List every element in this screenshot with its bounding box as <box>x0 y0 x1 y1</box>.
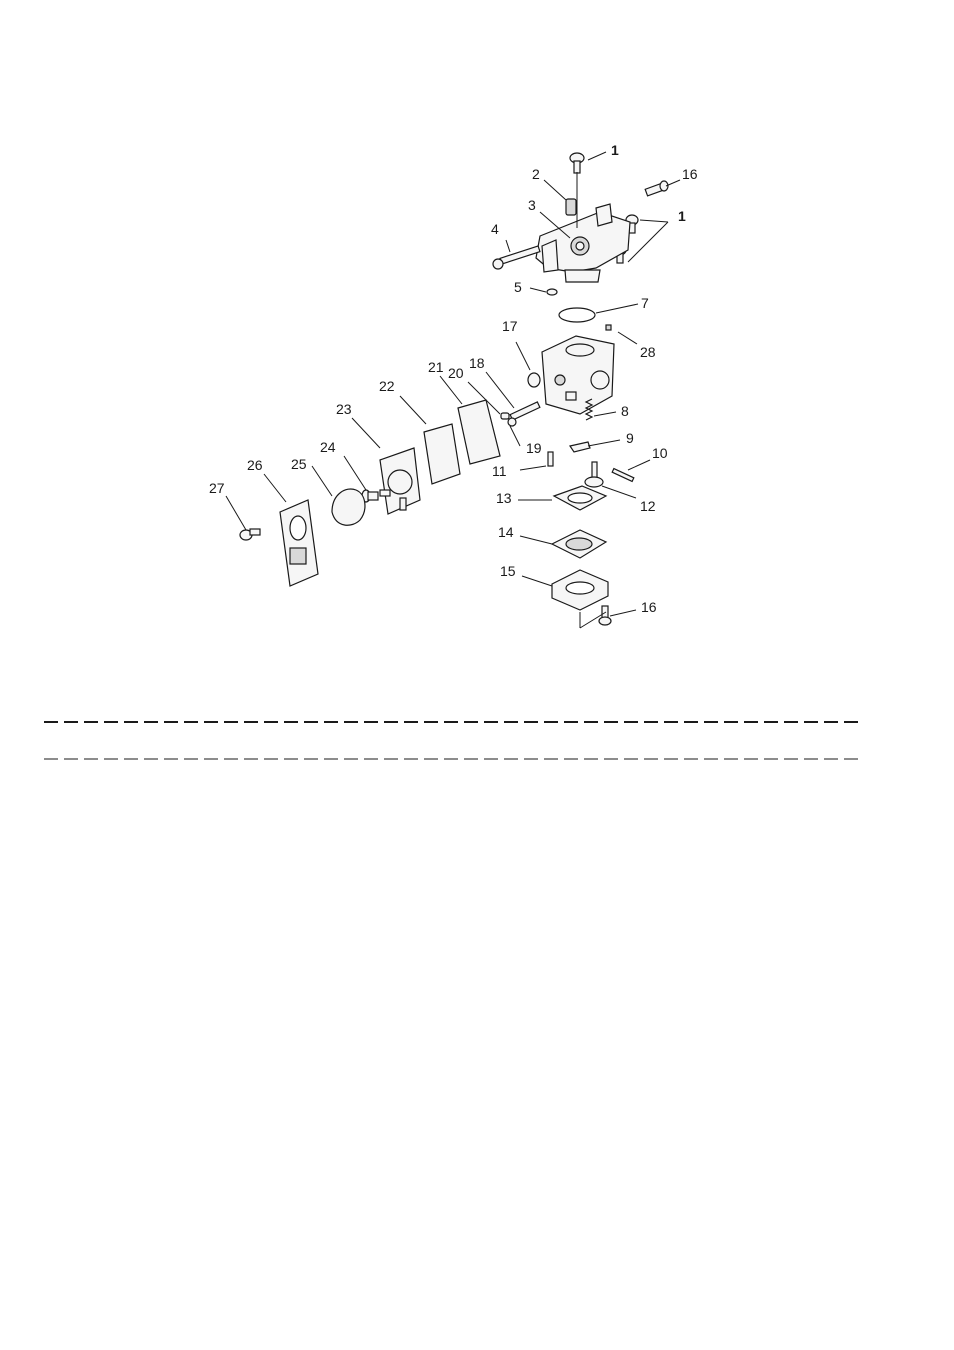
part-label: 2 <box>532 166 540 182</box>
part-label: 22 <box>379 378 395 394</box>
part-label: 12 <box>640 498 656 514</box>
part-19 <box>508 418 516 426</box>
part-label: 23 <box>336 401 352 417</box>
plug-part-17 <box>528 373 540 387</box>
part-28 <box>606 325 611 330</box>
part-label: 15 <box>500 563 516 579</box>
clip-part-5 <box>547 289 557 295</box>
pump-body-part-23 <box>380 448 420 514</box>
part-labels: 1 2 16 3 1 4 5 7 17 28 18 21 20 22 8 23 … <box>209 142 698 615</box>
part-label: 3 <box>528 197 536 213</box>
bracket-part-26 <box>280 500 318 586</box>
primer-bulb-part-25 <box>332 489 365 525</box>
part-label: 16 <box>682 166 698 182</box>
lever-part-9 <box>570 442 590 452</box>
part-label: 28 <box>640 344 656 360</box>
screw-part-1-top <box>570 153 584 173</box>
valve-part-12 <box>585 462 603 487</box>
part-label: 1 <box>611 142 619 158</box>
screw-part-4 <box>493 246 540 269</box>
diaphragm-part-14 <box>552 530 606 558</box>
part-label: 8 <box>621 403 629 419</box>
plate-part-22 <box>424 424 460 484</box>
carburetor-body <box>542 336 614 414</box>
cover-part-15 <box>552 570 608 610</box>
part-2 <box>566 199 576 215</box>
part-label: 27 <box>209 480 225 496</box>
pin-part-11 <box>548 452 553 466</box>
throttle-body-part-3 <box>536 204 630 282</box>
part-label: 17 <box>502 318 518 334</box>
part-label: 18 <box>469 355 485 371</box>
pin-part-10 <box>612 469 634 482</box>
part-label: 9 <box>626 430 634 446</box>
part-label: 19 <box>526 440 542 456</box>
part-label: 11 <box>492 463 507 479</box>
gasket-part-21 <box>458 400 500 464</box>
o-ring-part-7 <box>559 308 595 322</box>
part-label: 24 <box>320 439 336 455</box>
part-label: 14 <box>498 524 514 540</box>
diagram-parts <box>240 153 668 625</box>
part-label: 4 <box>491 221 499 237</box>
part-label: 25 <box>291 456 307 472</box>
screw-part-16-top <box>645 181 668 196</box>
part-label: 5 <box>514 279 522 295</box>
part-label: 1 <box>678 208 686 224</box>
needle-part-18 <box>510 402 540 420</box>
part-label: 20 <box>448 365 464 381</box>
screw-part-27 <box>240 529 260 540</box>
part-label: 7 <box>641 295 649 311</box>
part-label: 26 <box>247 457 263 473</box>
part-label: 21 <box>428 359 444 375</box>
part-label: 16 <box>641 599 657 615</box>
part-label: 13 <box>496 490 512 506</box>
part-label: 10 <box>652 445 668 461</box>
part-20 <box>501 413 509 419</box>
